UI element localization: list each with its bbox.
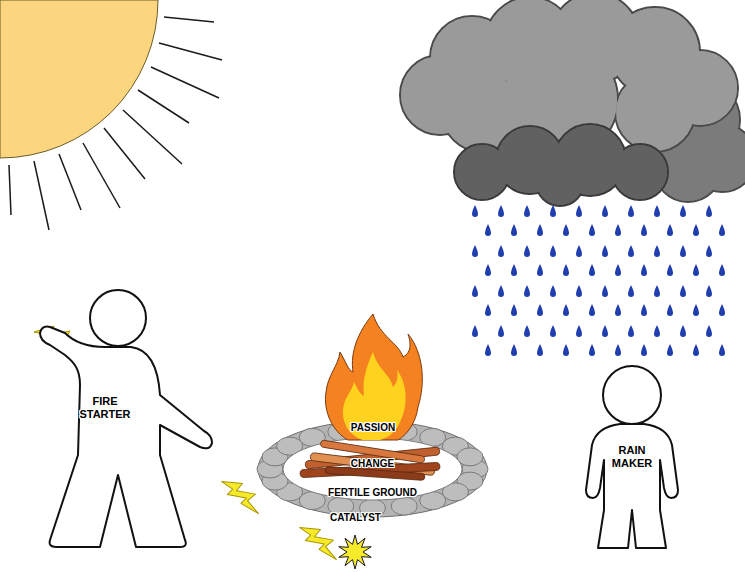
node-label: PASSION (318, 422, 428, 434)
rain (468, 200, 728, 360)
sun-disc (0, 0, 158, 158)
log-pile: CHANGE (300, 440, 445, 482)
lightning-bolt (216, 476, 267, 514)
rain-maker-figure-shape-part (603, 366, 661, 424)
cloud-main-fill-part (616, 73, 694, 151)
stone-ring: FERTILE GROUND PASSION CHANGE (255, 418, 490, 520)
sun-rays-part (9, 165, 11, 215)
sun (0, 0, 222, 230)
stone-ring-shape-part (391, 497, 417, 515)
sun-rays-part (123, 110, 182, 164)
cloud-front (454, 124, 668, 206)
sun-rays-part (34, 161, 49, 230)
cloud-front-fill-part (537, 159, 583, 205)
node-label: CATALYST (318, 512, 393, 524)
sun-rays-part (164, 17, 214, 22)
sun-rays-part (59, 154, 81, 210)
fire-starter-figure-shape-part (40, 327, 212, 547)
rain-maker-figure-shape-part (586, 424, 678, 548)
sun-rays-part (83, 143, 120, 208)
sun-rays-part (159, 43, 222, 60)
node-label: CHANGE (300, 458, 445, 470)
catalyst-burst-shape-part (339, 535, 371, 569)
fire-starter-figure: FIRE STARTER (20, 285, 220, 555)
lightning-bolt (294, 522, 345, 560)
cloud-front-fill (455, 125, 667, 205)
cloud-front-fill-part (613, 145, 667, 199)
sun-rays-part (138, 90, 189, 123)
sun-rays-part (151, 67, 219, 98)
rain-maker-figure: RAIN MAKER (560, 360, 710, 550)
node-label: RAIN MAKER (605, 444, 659, 470)
sun-rays-part (104, 128, 145, 179)
sun-rays (9, 17, 222, 230)
flame: PASSION (318, 312, 428, 442)
rain-cloud (400, 0, 745, 206)
node-label: FIRE STARTER (70, 395, 140, 421)
node-label: FERTILE GROUND (255, 487, 490, 499)
fire-starter-figure-shape-part (90, 290, 146, 346)
flame-shape-part (325, 314, 422, 440)
catalyst-burst: CATALYST (318, 512, 393, 570)
